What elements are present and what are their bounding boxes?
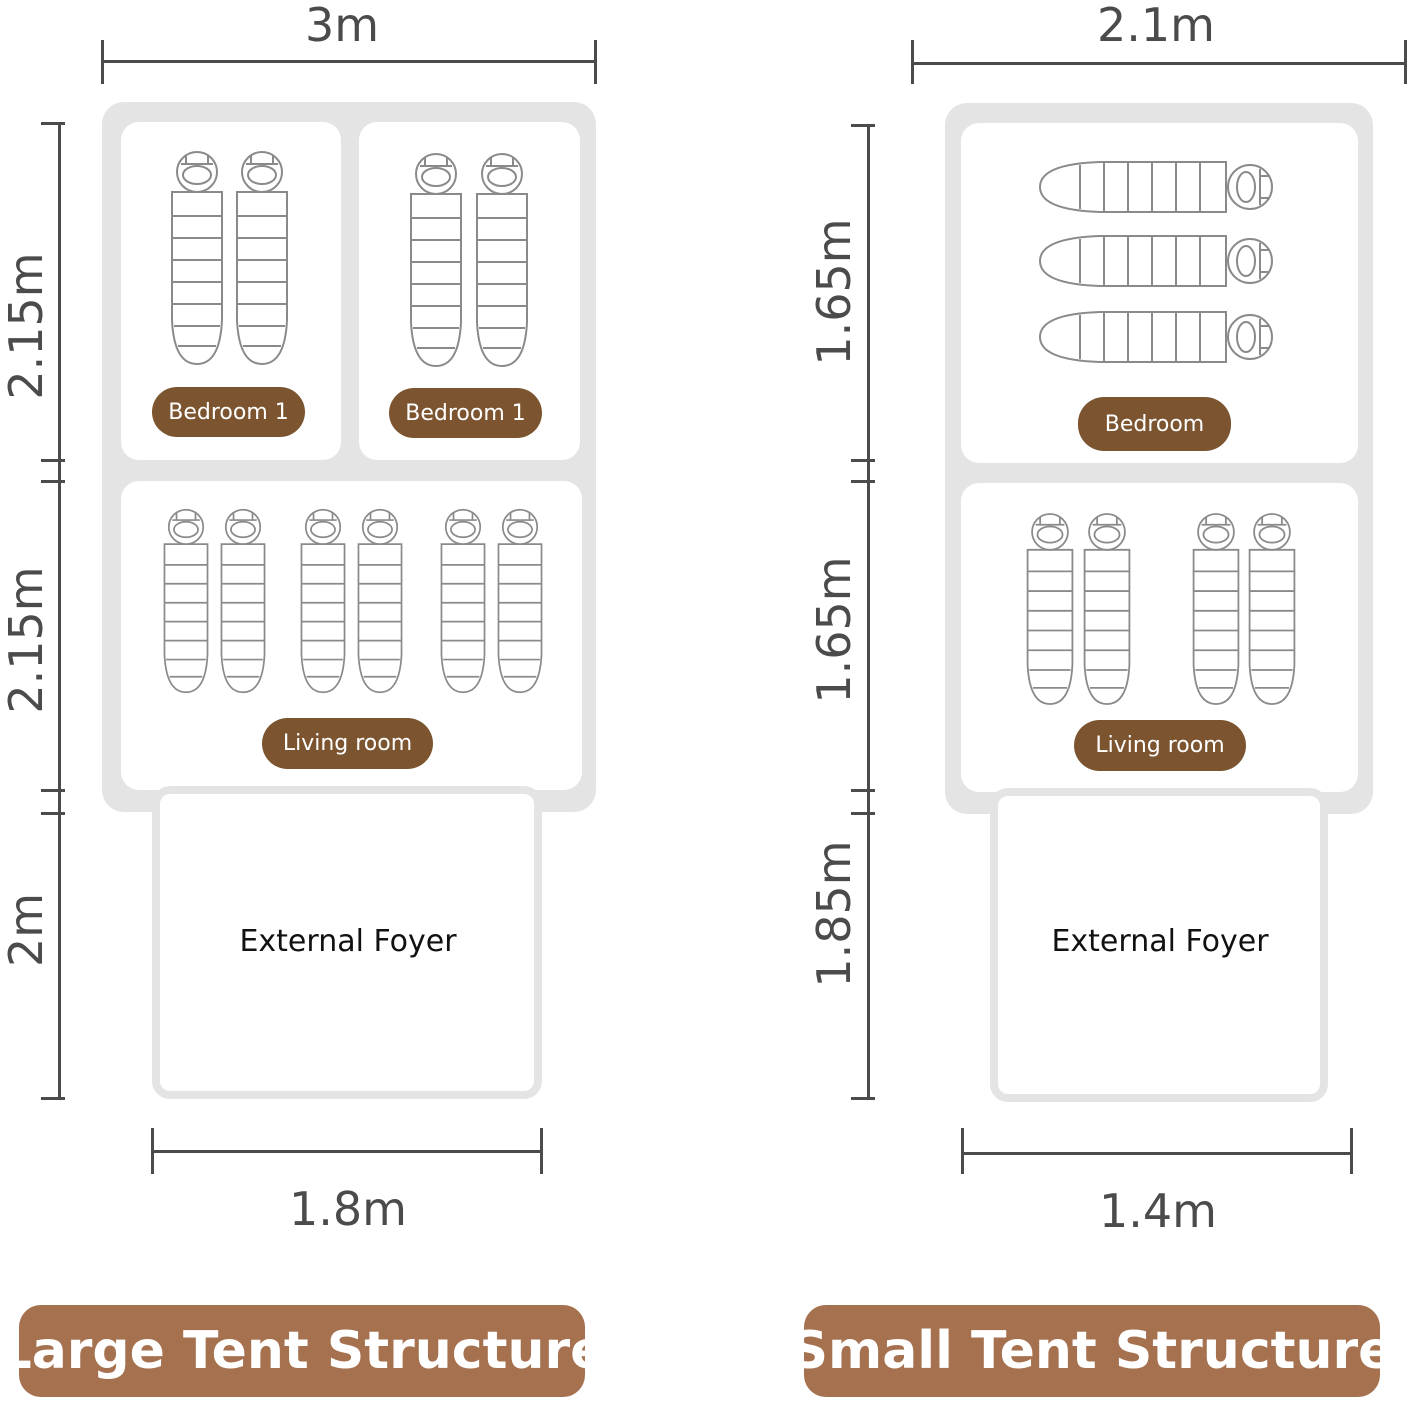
sleeping-bag-icon (220, 508, 266, 694)
dimension-tick (41, 480, 65, 483)
small-width-top-label: 2.1m (1097, 0, 1215, 52)
dimension-tick (540, 1128, 543, 1174)
sleeping-bag-icon (1192, 513, 1240, 705)
dimension-tick (1404, 40, 1407, 84)
large-external-foyer (152, 786, 542, 1099)
small-width-top-line (912, 62, 1406, 65)
dimension-tick (41, 812, 65, 815)
sleeping-bag-icon (1039, 161, 1273, 213)
dimension-tick (851, 812, 875, 815)
sleeping-bag-icon (1083, 513, 1131, 705)
dimension-tick (1350, 1128, 1353, 1174)
large-width-top-line (102, 60, 596, 63)
large-width-bottom-line (152, 1150, 542, 1153)
large-tent-title: Large Tent Structure (0, 1305, 605, 1397)
large-bedroom-right-label: Bedroom 1 (389, 388, 542, 438)
small-external-foyer (990, 788, 1328, 1102)
dimension-tick (594, 40, 597, 84)
dimension-tick (851, 480, 875, 483)
small-bedroom-depth-label: 1.65m (807, 218, 861, 366)
small-foyer-depth-label: 1.85m (807, 840, 861, 988)
dimension-tick (851, 124, 875, 127)
small-depth-line (867, 124, 870, 1100)
sleeping-bag-icon (1026, 513, 1074, 705)
dimension-tick (851, 1097, 875, 1100)
large-bedroom-depth-label: 2.15m (0, 252, 53, 400)
dimension-tick (41, 789, 65, 792)
small-living-room-label: Living room (1074, 720, 1246, 771)
large-bedroom-left-label: Bedroom 1 (152, 387, 305, 437)
sleeping-bag-icon (236, 151, 288, 365)
large-depth-line (58, 122, 61, 1100)
large-width-top-label: 3m (304, 0, 380, 52)
large-width-bottom-label: 1.8m (289, 1182, 407, 1236)
sleeping-bag-icon (163, 508, 209, 694)
sleeping-bag-icon (440, 508, 486, 694)
dimension-tick (851, 789, 875, 792)
large-foyer-label: External Foyer (239, 924, 457, 959)
small-foyer-label: External Foyer (1051, 924, 1269, 959)
small-width-bottom-line (962, 1152, 1352, 1155)
sleeping-bag-icon (476, 153, 528, 367)
small-tent-title: Small Tent Structure (791, 1305, 1393, 1397)
large-living-depth-label: 2.15m (0, 566, 53, 714)
dimension-tick (41, 1097, 65, 1100)
sleeping-bag-icon (300, 508, 346, 694)
dimension-tick (851, 459, 875, 462)
small-bedroom-label: Bedroom (1078, 397, 1231, 451)
dimension-tick (41, 122, 65, 125)
dimension-tick (101, 40, 104, 84)
sleeping-bag-icon (357, 508, 403, 694)
sleeping-bag-icon (1039, 235, 1273, 287)
large-foyer-depth-label: 2m (0, 892, 53, 968)
small-width-bottom-label: 1.4m (1099, 1184, 1217, 1238)
sleeping-bag-icon (171, 151, 223, 365)
sleeping-bag-icon (1248, 513, 1296, 705)
small-living-depth-label: 1.65m (807, 556, 861, 704)
dimension-tick (911, 40, 914, 84)
sleeping-bag-icon (410, 153, 462, 367)
sleeping-bag-icon (1039, 311, 1273, 363)
large-living-room-label: Living room (262, 718, 433, 769)
dimension-tick (151, 1128, 154, 1174)
dimension-tick (41, 459, 65, 462)
dimension-tick (961, 1128, 964, 1174)
sleeping-bag-icon (497, 508, 543, 694)
